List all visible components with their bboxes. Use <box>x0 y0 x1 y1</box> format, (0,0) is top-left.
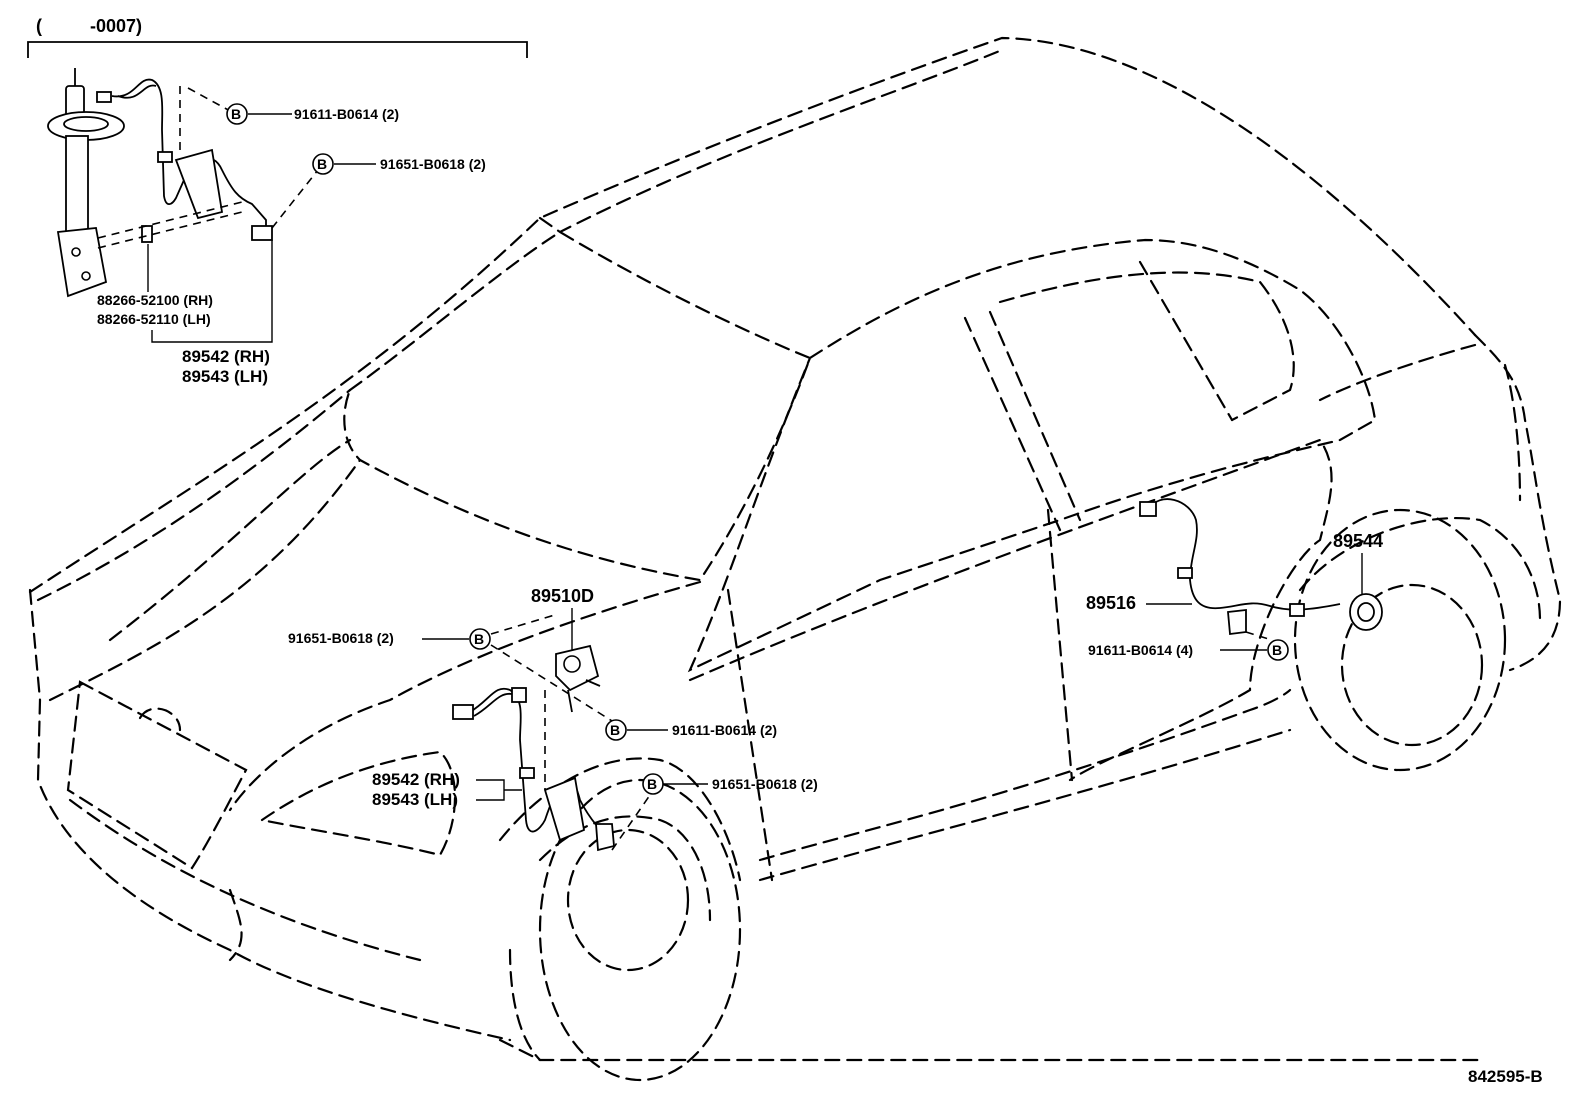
main-sensor-rh-label: 89542 (RH) <box>372 770 460 789</box>
svg-text:B: B <box>474 631 484 647</box>
actuator-drawing <box>555 644 601 713</box>
svg-text:B: B <box>647 776 657 792</box>
label-layer: 91651-B0618 (2) B 89510D B 91611-B0614 (… <box>288 531 1543 1086</box>
svg-text:B: B <box>610 722 620 738</box>
inset-bracket <box>27 41 528 58</box>
inset-bolt-1-label: 91611-B0614 (2) <box>294 106 399 122</box>
svg-text:B: B <box>1272 642 1282 658</box>
inset-harness <box>111 78 267 238</box>
actuator-label: 89510D <box>531 586 594 606</box>
car-outline <box>28 36 1562 1082</box>
rear-harness-label: 89516 <box>1086 593 1136 613</box>
rear-sensor-assembly <box>1139 498 1383 636</box>
bolt-rear-label: 91611-B0614 (4) <box>1088 642 1193 658</box>
bolt-front-mid-label: 91611-B0614 (2) <box>672 722 777 738</box>
svg-text:B: B <box>231 106 241 122</box>
inset-sensor-rh-label: 89542 (RH) <box>182 347 270 366</box>
inset-group: ( -0007) B 91611-B061 <box>27 16 528 386</box>
strut-drawing <box>47 68 125 298</box>
inset-sensor-lh-label: 89543 (LH) <box>182 367 268 386</box>
main-sensor-lh-label: 89543 (LH) <box>372 790 458 809</box>
date-range-open: ( <box>36 16 42 36</box>
inset-rotor-rh-label: 88266-52100 (RH) <box>97 292 213 308</box>
rear-sensor-label: 89544 <box>1333 531 1383 551</box>
svg-text:B: B <box>317 156 327 172</box>
diagram-id: 842595-B <box>1468 1067 1543 1086</box>
inset-rotor-lh-label: 88266-52110 (LH) <box>97 311 211 327</box>
bolt-front-wheel-label: 91651-B0618 (2) <box>712 776 818 792</box>
inset-bolt-2-label: 91651-B0618 (2) <box>380 156 486 172</box>
date-range-label: -0007) <box>90 16 142 36</box>
bolt-front-left-label: 91651-B0618 (2) <box>288 630 394 646</box>
front-sensor-assembly <box>452 687 651 852</box>
